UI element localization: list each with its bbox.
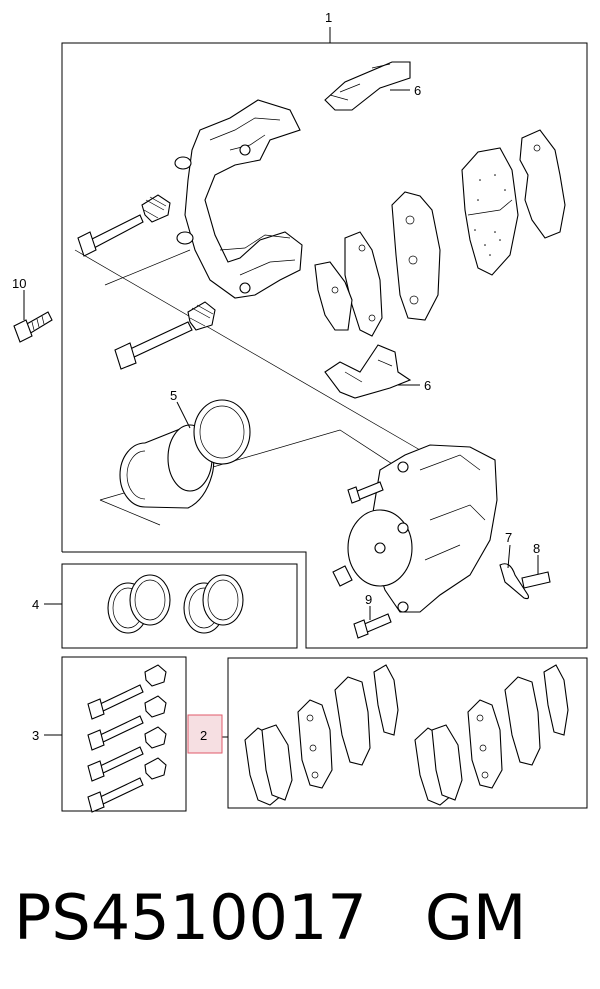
bolt-10: 10 — [12, 276, 53, 343]
footer-part-label: PS4510017 GM — [14, 868, 594, 968]
pad-shim-inner — [344, 231, 383, 337]
bleeder-cap-8: 8 — [521, 541, 551, 589]
caliper-bolt-upper — [347, 481, 384, 504]
callout-3: 3 — [32, 728, 39, 743]
bleeder-screw-7: 7 — [332, 530, 530, 600]
brake-pad-backing — [391, 191, 441, 321]
callout-8: 8 — [533, 541, 540, 556]
pad-shim-outer — [519, 129, 566, 239]
pad-set-right — [414, 664, 569, 806]
brake-pad-outer — [461, 147, 519, 276]
brand-name: GM — [424, 881, 527, 954]
callout-9: 9 — [365, 592, 372, 607]
callout-4: 4 — [32, 597, 39, 612]
assembly-frame-1: 1 — [61, 10, 588, 649]
callout-6-upper: 6 — [414, 83, 421, 98]
guide-pin-kit-box-3: 3 — [32, 656, 187, 813]
callout-2-highlight — [187, 714, 223, 754]
anti-rattle-clip-upper: 6 — [324, 61, 421, 111]
caliper-bolt-9: 9 — [353, 592, 392, 639]
brake-caliper-exploded-diagram: 1 10 6 — [12, 10, 588, 813]
guide-pin-lower — [114, 301, 216, 370]
caliper-piston-5: 5 — [119, 388, 251, 509]
guide-pin-upper — [77, 194, 171, 257]
caliper-housing — [347, 444, 498, 613]
callout-7: 7 — [505, 530, 512, 545]
pin-row-3 — [87, 726, 167, 782]
pin-row-2 — [87, 695, 167, 751]
pin-row-1 — [87, 664, 167, 720]
seal-kit-box-4: 4 — [32, 563, 298, 649]
brake-pad-set-box-2: 2 — [187, 657, 588, 809]
part-number: PS4510017 — [14, 881, 367, 954]
pad-set-left — [244, 664, 399, 806]
callout-6-lower: 6 — [424, 378, 431, 393]
callout-2: 2 — [200, 728, 207, 743]
anti-rattle-clip-lower: 6 — [324, 344, 431, 399]
pad-spring — [314, 261, 353, 331]
caliper-bracket — [174, 99, 303, 299]
callout-5: 5 — [170, 388, 177, 403]
callout-10: 10 — [12, 276, 26, 291]
pin-row-4 — [87, 757, 167, 813]
callout-1: 1 — [325, 10, 332, 25]
